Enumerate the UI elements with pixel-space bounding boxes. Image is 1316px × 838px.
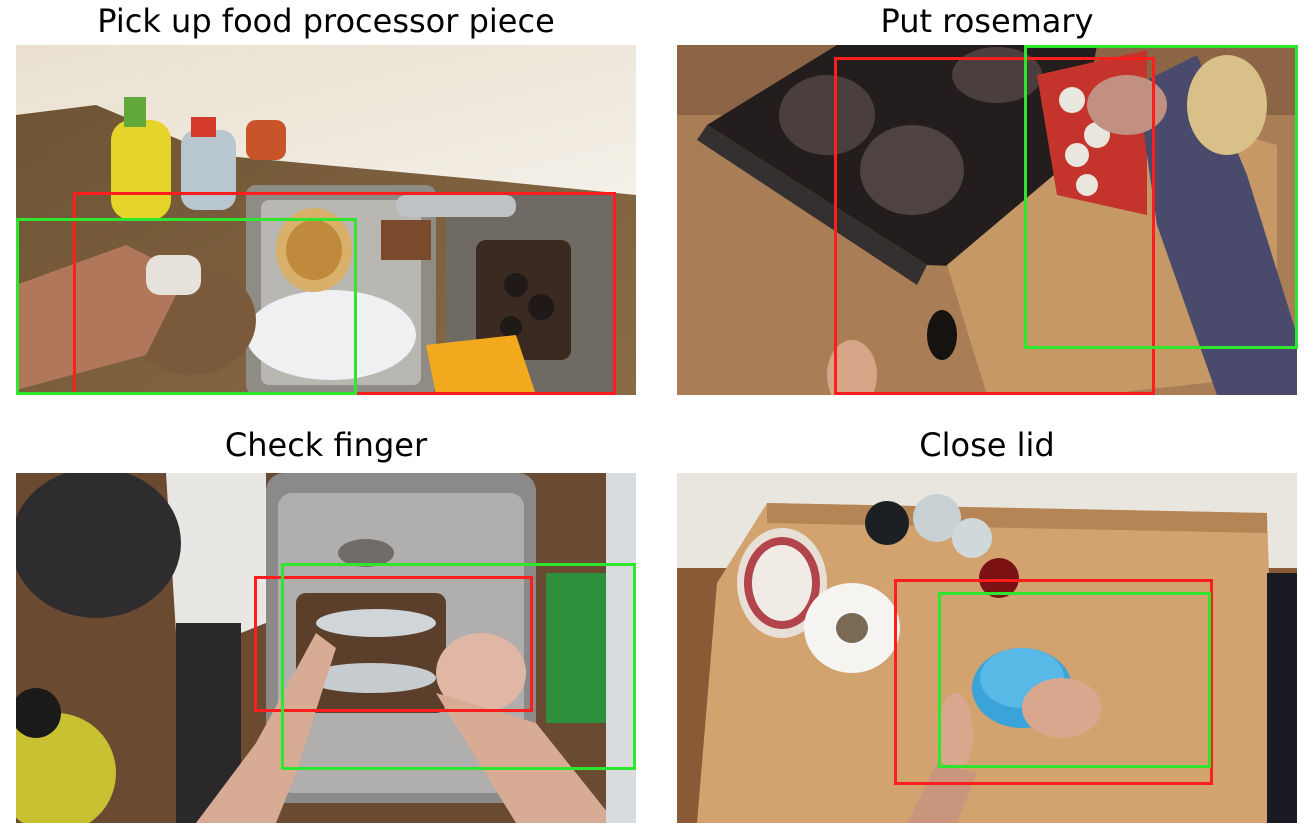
panel-title: Put rosemary: [880, 2, 1094, 40]
red-bounding-box: [254, 576, 533, 712]
stovetop-photo: [677, 45, 1297, 395]
green-bounding-box: [281, 563, 636, 770]
green-bounding-box: [16, 218, 357, 395]
red-bounding-box: [834, 57, 1155, 395]
table-with-bowl-photo: [677, 473, 1297, 823]
green-bounding-box: [1024, 45, 1298, 349]
red-bounding-box: [894, 579, 1213, 785]
green-bounding-box: [938, 592, 1211, 768]
panel-title: Pick up food processor piece: [97, 2, 555, 40]
panel-title: Check finger: [224, 426, 428, 464]
panel-title: Close lid: [919, 426, 1055, 464]
